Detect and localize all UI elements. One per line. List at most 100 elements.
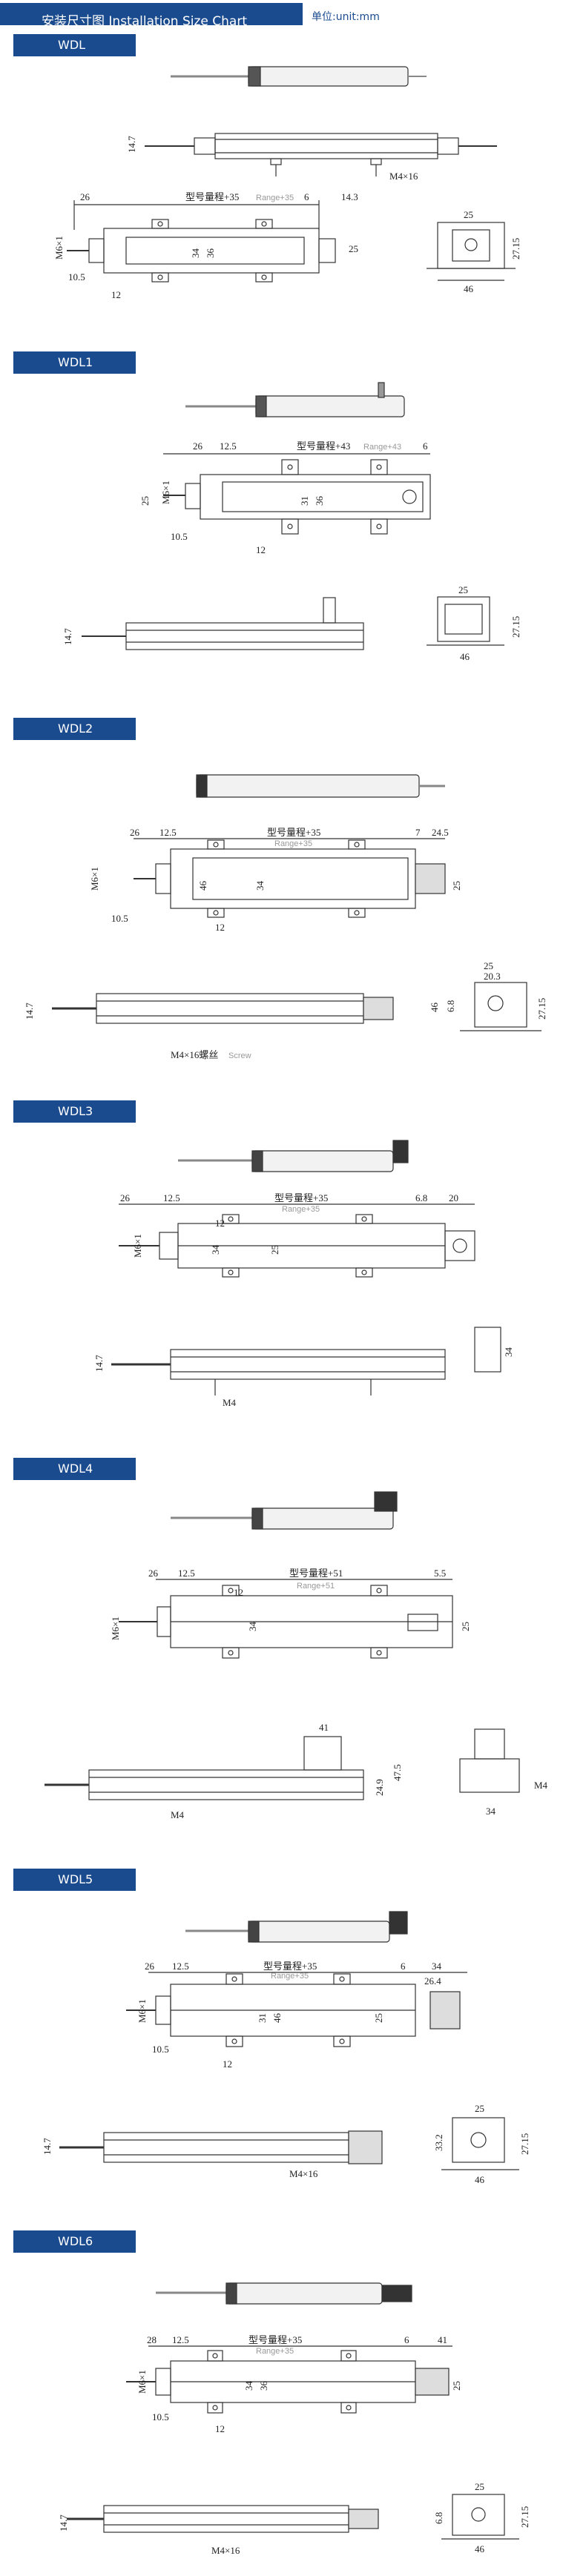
drawing-wdl1: 26 12.5 型号量程+43 Range+43 6 31 36 25 12 1… bbox=[62, 382, 521, 662]
dim-wdl2-p: 20.3 bbox=[484, 971, 501, 982]
section-label-wdl: WDL bbox=[13, 34, 136, 56]
dim-wdl1-j: M6×1 bbox=[160, 480, 171, 504]
dim-wdl6-o: 6.8 bbox=[433, 2512, 444, 2524]
dim-wdl-k: 14.7 bbox=[126, 136, 137, 153]
dim-wdl4-a2: 12.5 bbox=[178, 1568, 195, 1579]
dim-wdl4-c: 5.5 bbox=[434, 1568, 446, 1579]
dim-wdl3-a: 26 bbox=[120, 1192, 131, 1203]
dim-wdl-l: M4×16 bbox=[389, 171, 418, 182]
dim-wdl5-y: 33.2 bbox=[433, 2134, 444, 2151]
dim-wdl4-l: M4 bbox=[171, 1809, 185, 1820]
dim-wdl6-l: M4×16 bbox=[211, 2545, 240, 2556]
dim-wdl4-x: M4 bbox=[534, 1780, 548, 1791]
dim-wdl3-a2: 12.5 bbox=[163, 1192, 180, 1203]
dim-wdl-h: 12 bbox=[111, 289, 121, 300]
drawing-wdl5: 26 12.5 型号量程+35 Range+35 6 34 26.4 31 46… bbox=[42, 1911, 530, 2185]
dim-wdl5-k: 14.7 bbox=[42, 2138, 53, 2155]
dim-wdl1-h: 12 bbox=[256, 544, 266, 555]
dim-wdl5-a: 26 bbox=[145, 1961, 155, 1972]
dim-wdl-g: 25 bbox=[349, 243, 358, 254]
dim-wdl-j: M6×1 bbox=[53, 236, 65, 260]
dim-wdl2-a2: 12.5 bbox=[159, 827, 177, 838]
dim-wdl5-h: 12 bbox=[223, 2058, 232, 2070]
dim-wdl6-b2: Range+35 bbox=[256, 2347, 294, 2356]
dim-wdl6-e: 34 bbox=[243, 2381, 254, 2391]
dim-wdl5-f: 46 bbox=[271, 2013, 283, 2024]
drawing-wdl4: 26 12.5 型号量程+51 Range+51 5.5 34 25 12 M6… bbox=[45, 1491, 548, 1820]
dim-wdl2-l: M4×16螺丝 bbox=[171, 1049, 218, 1060]
page-header: 安装尺寸图 Installation Size Chart 单位:unit:mm bbox=[0, 0, 586, 29]
dim-wdl-d: 14.3 bbox=[341, 191, 358, 202]
dim-wdl3-l: M4 bbox=[223, 1397, 237, 1408]
dim-wdl4-u: 24.9 bbox=[374, 1779, 385, 1796]
dim-wdl-b: 型号量程+35 bbox=[185, 191, 239, 202]
dim-wdl6-j: M6×1 bbox=[136, 2370, 148, 2394]
dim-wdl2-j: M6×1 bbox=[89, 867, 100, 891]
dim-wdl6-a2: 12.5 bbox=[172, 2334, 189, 2345]
dim-wdl4-h: 12 bbox=[234, 1587, 243, 1598]
dim-wdl3-i: M6×1 bbox=[132, 1234, 143, 1258]
dim-wdl-a: 26 bbox=[80, 191, 90, 202]
dim-wdl2-l2: Screw bbox=[228, 1051, 251, 1060]
dim-wdl4-t: 47.5 bbox=[392, 1764, 403, 1781]
dim-wdl2-f: 46 bbox=[197, 881, 208, 891]
dim-wdl1-i: 10.5 bbox=[171, 531, 188, 542]
dim-wdl-m: 46 bbox=[464, 283, 474, 294]
dim-wdl5-a2: 12.5 bbox=[172, 1961, 189, 1972]
dim-wdl3-b2: Range+35 bbox=[282, 1205, 320, 1214]
dim-wdl5-c: 6 bbox=[401, 1961, 406, 1972]
dim-wdl5-e: 31 bbox=[257, 2013, 268, 2023]
dim-wdl5-g: 25 bbox=[373, 2013, 384, 2023]
dim-wdl2-d: 24.5 bbox=[432, 827, 449, 838]
dim-wdl2-e: 34 bbox=[254, 881, 266, 891]
unit-note: 单位:unit:mm bbox=[312, 11, 380, 23]
dim-wdl5-m: 46 bbox=[475, 2174, 485, 2185]
dim-wdl3-h: 12 bbox=[215, 1218, 225, 1229]
dim-wdl-o: 25 bbox=[464, 209, 473, 220]
dim-wdl3-d: 20 bbox=[449, 1192, 458, 1203]
dim-wdl5-d2: 26.4 bbox=[424, 1975, 441, 1987]
dim-wdl2-k: 14.7 bbox=[24, 1003, 35, 1020]
section-label-wdl4: WDL4 bbox=[13, 1458, 136, 1480]
dim-wdl2-n: 27.15 bbox=[536, 998, 547, 1020]
dim-wdl-i: 10.5 bbox=[68, 271, 85, 283]
dim-wdl1-g: 25 bbox=[139, 496, 151, 506]
section-label-wdl2: WDL2 bbox=[13, 718, 136, 740]
dim-wdl1-a: 26 bbox=[193, 440, 203, 452]
dim-wdl5-i: 10.5 bbox=[152, 2044, 169, 2055]
section-label-wdl5: WDL5 bbox=[13, 1869, 136, 1891]
section-label-wdl1: WDL1 bbox=[13, 351, 136, 374]
dim-wdl3-c: 6.8 bbox=[415, 1192, 427, 1203]
dim-wdl6-b: 型号量程+35 bbox=[248, 2334, 302, 2345]
dim-wdl5-l: M4×16 bbox=[289, 2168, 318, 2179]
dim-wdl5-b2: Range+35 bbox=[271, 1972, 309, 1981]
section-label-wdl3: WDL3 bbox=[13, 1100, 136, 1123]
dim-wdl6-m: 46 bbox=[475, 2543, 485, 2554]
dim-wdl6-h: 12 bbox=[215, 2423, 225, 2434]
dim-wdl6-d: 41 bbox=[438, 2334, 447, 2345]
dim-wdl3-r: 34 bbox=[503, 1347, 514, 1358]
dim-wdl3-e: 34 bbox=[210, 1245, 221, 1255]
dim-wdl3-k: 14.7 bbox=[93, 1355, 105, 1372]
page-title: 安装尺寸图 Installation Size Chart bbox=[42, 14, 247, 29]
drawing-wdl2: 26 12.5 型号量程+35 Range+35 7 24.5 34 46 25… bbox=[24, 774, 547, 1060]
dim-wdl-e: 34 bbox=[190, 248, 201, 259]
dim-wdl-b2: Range+35 bbox=[256, 194, 294, 202]
drawing-wdl3: 26 12.5 型号量程+35 Range+35 6.8 20 34 25 M6… bbox=[93, 1140, 514, 1408]
dim-wdl1-o: 25 bbox=[458, 584, 468, 595]
dim-wdl2-m: 46 bbox=[429, 1003, 440, 1013]
dim-wdl6-g: 25 bbox=[451, 2381, 462, 2391]
dim-wdl2-h: 12 bbox=[215, 922, 225, 933]
dim-wdl5-j: M6×1 bbox=[136, 1999, 148, 2023]
dim-wdl5-o: 25 bbox=[475, 2103, 484, 2114]
dim-wdl2-o: 6.8 bbox=[445, 1000, 456, 1012]
dim-wdl5-n: 27.15 bbox=[519, 2133, 530, 2155]
header-bar: 安装尺寸图 Installation Size Chart bbox=[0, 3, 303, 29]
dim-wdl-f: 36 bbox=[205, 248, 216, 259]
dim-wdl6-f: 36 bbox=[258, 2381, 269, 2391]
section-label-wdl6: WDL6 bbox=[13, 2230, 136, 2253]
dim-wdl2-g: 25 bbox=[451, 881, 462, 891]
dim-wdl4-b2: Range+51 bbox=[297, 1582, 335, 1591]
dim-wdl6-n: 27.15 bbox=[519, 2506, 530, 2528]
dim-wdl2-q: 25 bbox=[484, 960, 493, 971]
